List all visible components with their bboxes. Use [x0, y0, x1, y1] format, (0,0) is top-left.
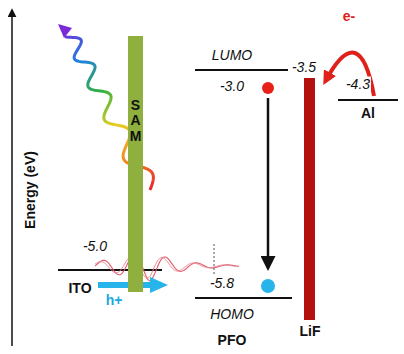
- axis-label: Energy (eV): [23, 150, 38, 230]
- lif-bar: [304, 78, 315, 320]
- energy-value: -3.5: [291, 60, 317, 75]
- electron-dot: [262, 82, 274, 94]
- al-level: [338, 99, 398, 101]
- energy-value: -3.0: [219, 79, 245, 94]
- barrier-marker: [214, 244, 215, 276]
- layer-name: S A M: [129, 36, 143, 144]
- carrier-label: h+: [105, 293, 124, 308]
- layer-label: LiF: [292, 78, 328, 339]
- recombination-arrow: [267, 98, 270, 268]
- energy-value: -5.0: [82, 239, 108, 254]
- electrode-name: ITO: [67, 281, 92, 296]
- hole-dot: [261, 279, 275, 293]
- light-arrowhead: [58, 24, 72, 38]
- electron-injection-arrow: [326, 53, 374, 96]
- homo-level: [195, 297, 292, 299]
- carrier-label: e-: [342, 9, 356, 24]
- energy-value: -5.8: [209, 276, 235, 291]
- sam-layer: S A M: [128, 36, 143, 292]
- lif-layer: LiF: [292, 78, 328, 342]
- lumo-level: [195, 69, 288, 71]
- orbital-name: LUMO: [211, 48, 253, 63]
- material-name: PFO: [217, 333, 248, 348]
- electrode-name: Al: [360, 106, 376, 121]
- energy-value: -4.3: [345, 77, 371, 92]
- energy-axis: [11, 10, 13, 346]
- orbital-name: HOMO: [209, 307, 255, 322]
